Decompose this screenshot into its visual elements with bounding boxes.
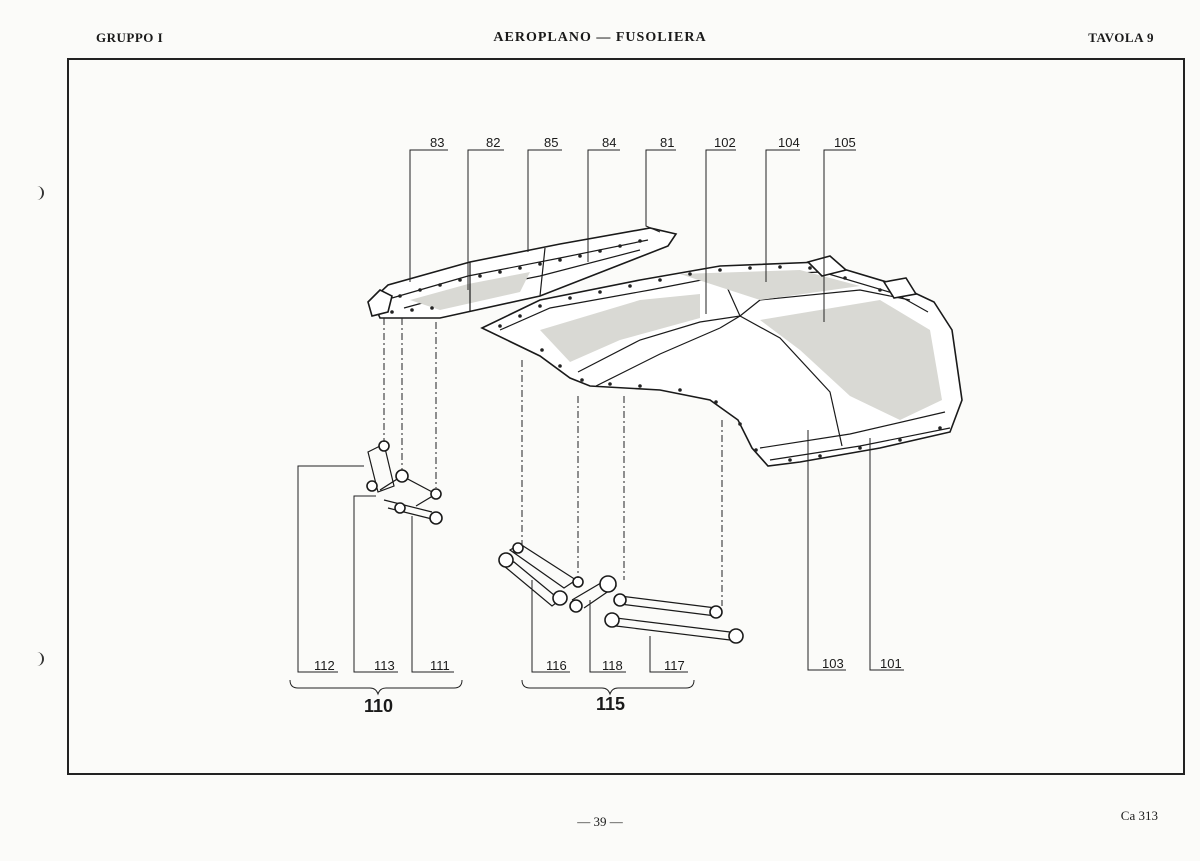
group-label-110: 110 xyxy=(364,696,393,716)
rivet-row xyxy=(498,265,942,462)
header-plate-number: TAVOLA 9 xyxy=(1088,30,1154,45)
binding-hole-mark xyxy=(36,186,44,200)
callout-104: 104 xyxy=(778,135,800,150)
callout-113: 113 xyxy=(374,658,395,673)
assembly-alignment-lines xyxy=(383,318,723,606)
rivet-row xyxy=(390,239,642,314)
document-code: Ca 313 xyxy=(1120,808,1158,823)
callout-82: 82 xyxy=(486,135,500,150)
leader-lines-top xyxy=(409,149,856,322)
callout-81: 81 xyxy=(660,135,674,150)
hinge-assembly-110 xyxy=(366,440,443,525)
callout-101: 101 xyxy=(880,656,902,671)
header-group-label: GRUPPO I xyxy=(96,30,164,45)
callout-105: 105 xyxy=(834,135,856,150)
callout-118: 118 xyxy=(602,658,623,673)
callout-84: 84 xyxy=(602,135,616,150)
callout-117: 117 xyxy=(664,658,685,673)
callout-102: 102 xyxy=(714,135,736,150)
hinge-assembly-115 xyxy=(498,542,744,644)
callout-111: 111 xyxy=(430,658,450,673)
brace-group-115 xyxy=(521,679,695,696)
group-label-115: 115 xyxy=(596,694,625,714)
callout-116: 116 xyxy=(546,658,567,673)
front-canopy-frame xyxy=(367,227,678,319)
brace-group-110 xyxy=(289,679,463,696)
leader-lines-bottom xyxy=(297,430,904,673)
callout-103: 103 xyxy=(822,656,844,671)
drawing-frame xyxy=(67,58,1185,775)
callout-83: 83 xyxy=(430,135,444,150)
binding-hole-mark xyxy=(36,652,44,666)
main-canopy xyxy=(480,255,963,467)
header-title: AEROPLANO — FUSOLIERA xyxy=(493,30,707,45)
callout-85: 85 xyxy=(544,135,558,150)
page-number: — 39 — xyxy=(577,814,623,829)
callout-112: 112 xyxy=(314,658,335,673)
